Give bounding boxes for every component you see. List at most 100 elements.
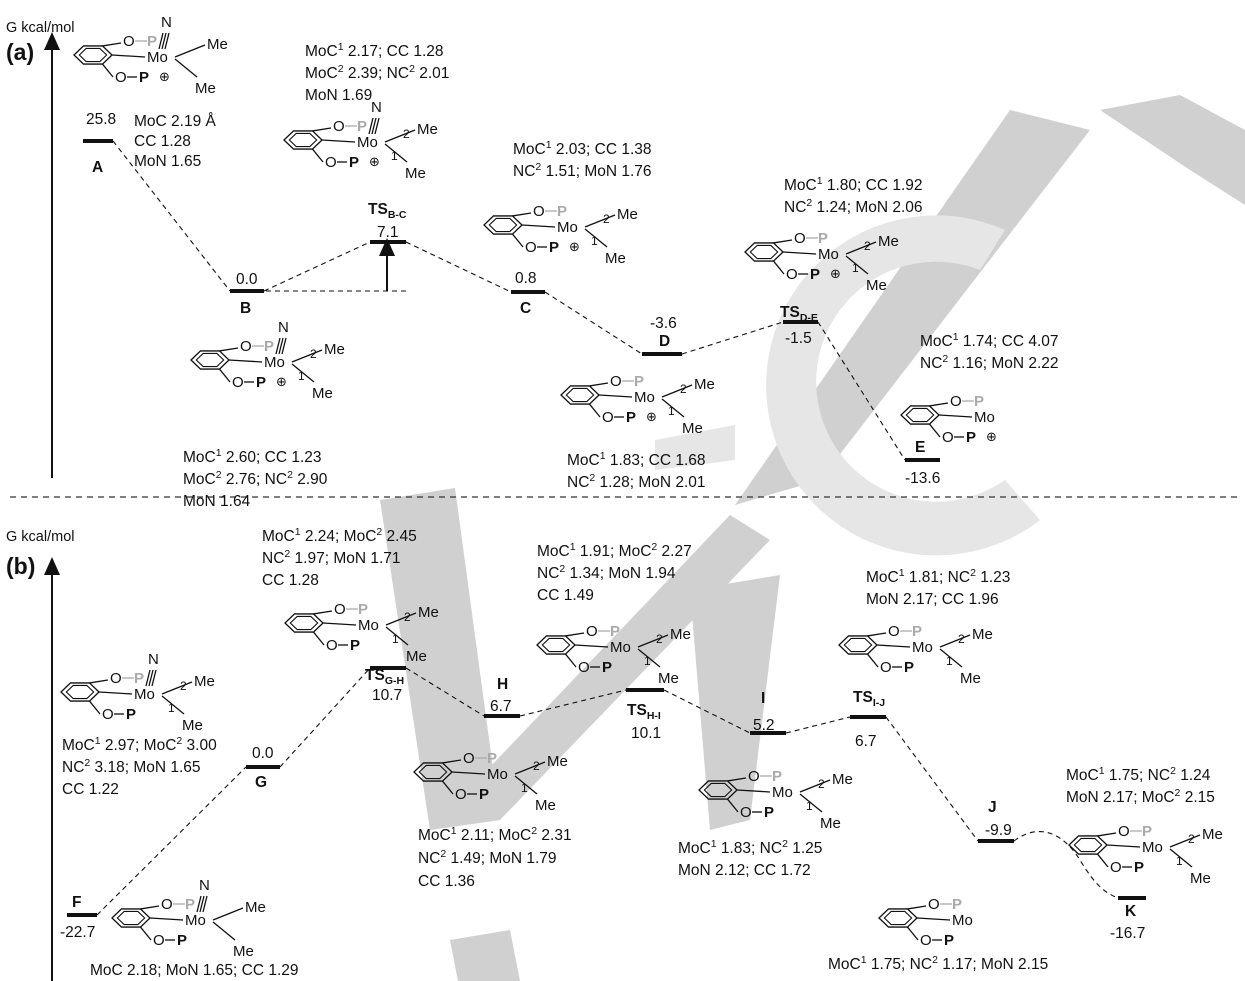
svg-text:Mo: Mo [610, 639, 631, 656]
svg-text:Me: Me [1190, 870, 1211, 887]
svg-text:P: P [185, 896, 195, 913]
svg-text:Me: Me [682, 420, 703, 437]
annotation-f-line-0: MoC 2.18; MoN 1.65; CC 1.29 [90, 962, 299, 979]
svg-text:O: O [748, 768, 760, 785]
annotation-tsbc-line-1: MoC2 2.39; NC2 2.01 [305, 63, 450, 82]
connector-c-d [544, 291, 643, 355]
svg-text:Mo: Mo [357, 134, 378, 151]
svg-text:P: P [357, 118, 367, 135]
svg-text:2: 2 [818, 777, 825, 791]
svg-text:Me: Me [233, 943, 254, 960]
energy-d: -3.6 [650, 315, 677, 332]
svg-text:Me: Me [406, 648, 427, 665]
state-label-f: F [72, 894, 82, 911]
svg-text:2: 2 [864, 239, 871, 253]
svg-text:⊕: ⊕ [646, 409, 657, 424]
energy-tsde: -1.5 [785, 330, 812, 347]
svg-text:1: 1 [591, 234, 598, 248]
energy-a: 25.8 [86, 111, 117, 128]
svg-text:Me: Me [182, 717, 203, 734]
connector-h-tshi [519, 689, 627, 717]
svg-text:P: P [177, 932, 187, 949]
svg-text:P: P [264, 338, 274, 355]
annotation-i-line-0: MoC1 1.83; NC2 1.25 [678, 838, 823, 857]
svg-text:O: O [334, 601, 346, 618]
svg-text:O: O [928, 896, 940, 913]
connector-tsij-j [885, 716, 979, 842]
svg-text:Me: Me [617, 206, 638, 223]
state-label-tsij: TSI-J [853, 689, 886, 709]
svg-text:O: O [115, 69, 127, 86]
svg-text:Me: Me [605, 250, 626, 267]
energy-i: 5.2 [753, 717, 775, 734]
svg-text:2: 2 [1188, 832, 1195, 846]
svg-text:Me: Me [405, 165, 426, 182]
svg-text:N: N [199, 877, 210, 894]
energy-h: 6.7 [490, 698, 512, 715]
svg-text:1: 1 [644, 654, 651, 668]
connector-a-b [112, 140, 231, 292]
annotation-tshi-line-0: MoC1 1.91; MoC2 2.27 [537, 541, 692, 560]
energy-j: -9.9 [985, 822, 1012, 839]
svg-text:O: O [578, 659, 590, 676]
svg-text:Me: Me [195, 80, 216, 97]
annotation-h-line-0: MoC1 2.11; MoC2 2.31 [418, 825, 572, 844]
state-label-tsgh: TSG-H [365, 667, 405, 687]
annotation-a-line-1: CC 1.28 [134, 133, 191, 150]
svg-text:⊕: ⊕ [569, 239, 580, 254]
svg-text:Mo: Mo [134, 686, 155, 703]
svg-text:P: P [634, 373, 644, 390]
svg-text:O: O [110, 670, 122, 687]
svg-text:N: N [278, 319, 289, 336]
svg-text:P: P [549, 239, 559, 256]
svg-text:O: O [123, 33, 135, 50]
svg-text:P: P [126, 706, 136, 723]
svg-text:O: O [102, 706, 114, 723]
connector-tsgh-h [405, 667, 485, 717]
svg-text:Mo: Mo [912, 639, 933, 656]
svg-text:Me: Me [312, 385, 333, 402]
connector-tsbc-c [405, 241, 512, 293]
svg-text:Mo: Mo [358, 617, 379, 634]
svg-text:Me: Me [866, 277, 887, 294]
svg-text:Me: Me [207, 36, 228, 53]
annotation-tsde-line-0: MoC1 1.80; CC 1.92 [784, 175, 923, 194]
state-label-j: J [988, 799, 997, 816]
connectors [96, 140, 1119, 916]
annotation-a-line-0: MoC 2.19 Å [134, 113, 216, 130]
annotation-tsgh-line-2: CC 1.28 [262, 572, 319, 589]
svg-text:Me: Me [820, 815, 841, 832]
svg-text:P: P [952, 896, 962, 913]
state-label-k: K [1125, 903, 1137, 920]
energy-tsij: 6.7 [855, 733, 877, 750]
svg-text:O: O [888, 623, 900, 640]
svg-text:Me: Me [658, 670, 679, 687]
svg-text:O: O [950, 393, 962, 410]
svg-text:Mo: Mo [147, 49, 168, 66]
svg-text:Mo: Mo [557, 219, 578, 236]
energy-f: -22.7 [60, 924, 96, 941]
svg-text:O: O [326, 637, 338, 654]
svg-text:O: O [1110, 859, 1122, 876]
annotation-tsbc-line-2: MoN 1.69 [305, 87, 373, 104]
svg-text:O: O [463, 750, 475, 767]
connector-d-tsde [681, 321, 784, 355]
annotation-k-line-1: MoN 2.17; MoC2 2.15 [1066, 787, 1215, 806]
svg-text:P: P [610, 623, 620, 640]
annotation-d-line-0: MoC1 1.83; CC 1.68 [567, 450, 706, 469]
annotation-j-line-0: MoC1 1.75; NC2 1.17; MoN 2.15 [828, 954, 1049, 973]
annotation-tsij-line-1: MoN 2.17; CC 1.96 [866, 591, 999, 608]
svg-text:2: 2 [680, 382, 687, 396]
reference-marks [266, 238, 410, 292]
svg-text:1: 1 [168, 701, 175, 715]
svg-text:1: 1 [392, 632, 399, 646]
svg-text:O: O [325, 154, 337, 171]
annotation-tsij-line-0: MoC1 1.81; NC2 1.23 [866, 567, 1011, 586]
state-label-e: E [915, 439, 926, 456]
annotation-d-line-1: NC2 1.28; MoN 2.01 [567, 472, 706, 491]
annotation-k-line-0: MoC1 1.75; NC2 1.24 [1066, 765, 1211, 784]
svg-text:O: O [602, 409, 614, 426]
